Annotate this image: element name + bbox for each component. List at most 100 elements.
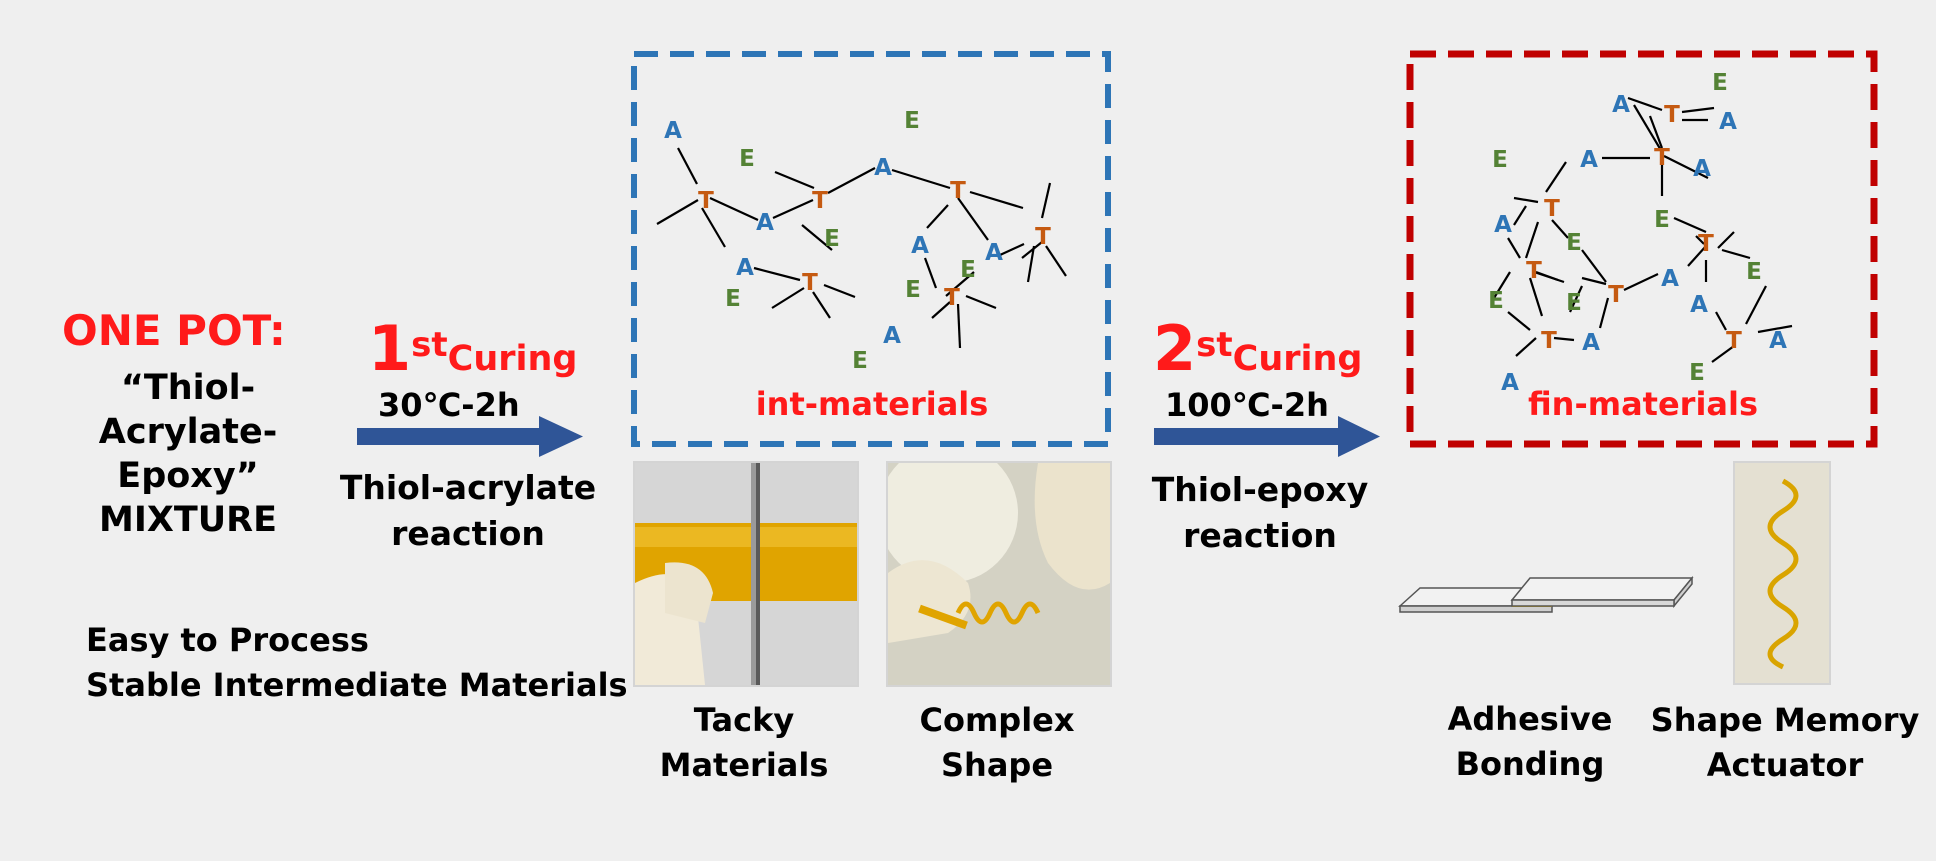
caption-line: Adhesive	[1447, 700, 1613, 738]
int-atoms: A T A E T E A E T A A T A E T E E T A E	[664, 108, 1051, 374]
svg-text:E: E	[1566, 230, 1582, 256]
svg-text:A: A	[756, 210, 774, 236]
curing-word: Curing	[447, 339, 578, 379]
tacky-caption: Tacky Materials	[633, 698, 855, 788]
svg-text:E: E	[1488, 288, 1504, 314]
svg-text:A: A	[1501, 370, 1519, 396]
shape-memory-photo	[1733, 461, 1831, 685]
adhesive-bonding-illustration	[1398, 575, 1694, 613]
arrow-step1	[357, 416, 583, 457]
caption-line: Shape Memory	[1650, 701, 1920, 739]
svg-text:A: A	[1769, 328, 1787, 354]
svg-text:A: A	[911, 233, 929, 259]
svg-text:E: E	[1566, 290, 1582, 316]
actuator-photo-art	[1735, 463, 1829, 683]
feature-item: Stable Intermediate Materials	[86, 666, 628, 704]
arrow-head	[539, 416, 583, 457]
fin-box-border	[1406, 50, 1878, 448]
svg-text:A: A	[736, 255, 754, 281]
mixture-line: “Thiol-	[120, 368, 256, 408]
first-curing-label: 1stCuring	[368, 318, 577, 390]
caption-line: Shape	[940, 746, 1054, 784]
svg-text:E: E	[905, 277, 921, 303]
first-curing-condition: 30℃-2h	[378, 386, 520, 424]
svg-text:T: T	[812, 188, 828, 214]
fin-bonds	[1493, 96, 1793, 363]
step-superscript: st	[1196, 325, 1233, 365]
caption-line: Complex	[919, 701, 1075, 739]
svg-text:E: E	[1689, 360, 1705, 386]
feature-list: Easy to Process Stable Intermediate Mate…	[86, 618, 628, 708]
arrow-shaft	[357, 428, 539, 445]
svg-text:A: A	[985, 240, 1003, 266]
svg-text:E: E	[1712, 70, 1728, 96]
arrow-shaft	[1154, 428, 1338, 445]
int-materials-network: A T A E T E A E T A A T A E T E E T A E	[631, 51, 1111, 447]
complex-photo-art	[888, 463, 1110, 685]
svg-text:T: T	[1664, 102, 1680, 128]
tacky-photo-art	[635, 463, 857, 685]
svg-text:T: T	[802, 270, 818, 296]
svg-text:E: E	[824, 226, 840, 252]
svg-text:T: T	[1544, 196, 1560, 222]
svg-text:T: T	[1726, 328, 1742, 354]
upper-slide	[1510, 577, 1694, 601]
svg-text:A: A	[1612, 92, 1630, 118]
arrow-head	[1338, 416, 1380, 457]
mixture-line: Epoxy”	[117, 456, 259, 496]
mixture-line: MIXTURE	[99, 500, 277, 540]
arrow-step2	[1154, 416, 1380, 457]
reaction-line: Thiol-acrylate	[339, 468, 597, 507]
svg-text:A: A	[1719, 109, 1737, 135]
svg-text:T: T	[950, 178, 966, 204]
svg-text:E: E	[739, 146, 755, 172]
step-number: 1	[368, 312, 412, 385]
mixture-line: Acrylate-	[98, 412, 278, 452]
one-pot-title: ONE POT:	[62, 306, 286, 355]
svg-text:E: E	[852, 348, 868, 374]
svg-text:T: T	[1541, 328, 1557, 354]
fin-atoms: A T E A A T A E T E A E T T E A E E T A …	[1488, 70, 1787, 396]
svg-text:T: T	[1035, 224, 1051, 250]
svg-text:T: T	[1608, 282, 1624, 308]
adhesive-caption: Adhesive Bonding	[1420, 697, 1640, 787]
second-reaction: Thiol-epoxy reaction	[1130, 467, 1390, 559]
svg-text:A: A	[1693, 156, 1711, 182]
svg-text:E: E	[1492, 147, 1508, 173]
svg-text:E: E	[725, 286, 741, 312]
svg-text:A: A	[874, 155, 892, 181]
svg-text:A: A	[883, 323, 901, 349]
int-box-border	[631, 51, 1111, 447]
step-number: 2	[1153, 312, 1197, 385]
reaction-line: reaction	[1183, 516, 1337, 555]
svg-text:T: T	[1526, 258, 1542, 284]
complex-caption: Complex Shape	[886, 698, 1108, 788]
svg-text:A: A	[1661, 266, 1679, 292]
svg-text:T: T	[1654, 145, 1670, 171]
caption-line: Bonding	[1455, 745, 1605, 783]
svg-text:A: A	[664, 118, 682, 144]
second-curing-label: 2stCuring	[1153, 318, 1362, 390]
caption-line: Actuator	[1706, 746, 1864, 784]
curing-word: Curing	[1232, 339, 1363, 379]
step-superscript: st	[411, 325, 448, 365]
tacky-materials-photo	[633, 461, 859, 687]
svg-text:E: E	[1654, 207, 1670, 233]
first-reaction: Thiol-acrylate reaction	[338, 465, 598, 557]
fin-materials-network: A T E A A T A E T E A E T T E A E E T A …	[1406, 50, 1878, 448]
svg-text:E: E	[1746, 259, 1762, 285]
fin-materials-label: fin-materials	[1527, 385, 1759, 423]
second-curing-condition: 100℃-2h	[1165, 386, 1329, 424]
svg-text:A: A	[1582, 330, 1600, 356]
reaction-line: Thiol-epoxy	[1151, 470, 1369, 509]
svg-text:A: A	[1580, 147, 1598, 173]
svg-text:A: A	[1494, 212, 1512, 238]
svg-text:T: T	[698, 188, 714, 214]
caption-line: Materials	[659, 746, 829, 784]
int-materials-label: int-materials	[755, 385, 989, 423]
svg-text:T: T	[944, 285, 960, 311]
int-bonds	[656, 147, 1067, 349]
svg-text:T: T	[1698, 231, 1714, 257]
svg-text:A: A	[1690, 292, 1708, 318]
memory-caption: Shape Memory Actuator	[1640, 698, 1930, 788]
